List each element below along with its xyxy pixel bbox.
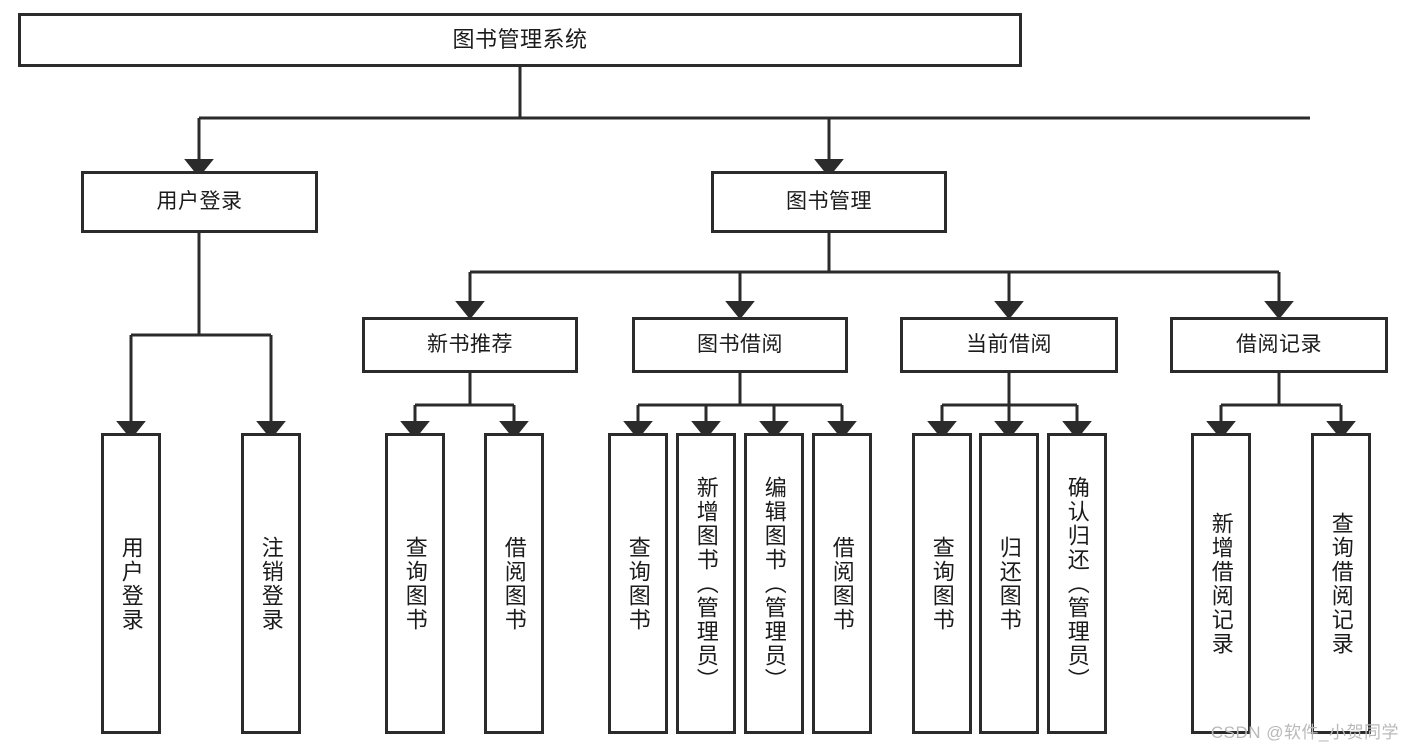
node-label: 借阅图书 <box>829 535 855 632</box>
node-label: 借阅图书 <box>501 535 527 632</box>
leaf-user-login-login[interactable]: 用户登录 <box>101 433 161 734</box>
node-borrow-records[interactable]: 借阅记录 <box>1170 317 1388 373</box>
leaf-borrow-records-add[interactable]: 新增借阅记录 <box>1191 433 1251 734</box>
leaf-current-borrow-return[interactable]: 归还图书 <box>979 433 1039 734</box>
leaf-current-borrow-confirm-return[interactable]: 确认归还（管理员） <box>1047 433 1107 734</box>
node-label: 查询借阅记录 <box>1328 511 1354 656</box>
leaf-new-books-query[interactable]: 查询图书 <box>385 433 445 734</box>
node-label: 新书推荐 <box>427 333 513 357</box>
node-label: 查询图书 <box>625 535 651 632</box>
node-label: 注销登录 <box>258 535 284 632</box>
node-label: 图书借阅 <box>697 333 783 357</box>
leaf-book-borrow-query[interactable]: 查询图书 <box>608 433 668 734</box>
node-label: 归还图书 <box>996 535 1022 632</box>
leaf-book-borrow-edit[interactable]: 编辑图书（管理员） <box>744 433 804 734</box>
node-label: 借阅记录 <box>1236 333 1322 357</box>
node-label: 用户登录 <box>118 535 144 632</box>
node-label: 编辑图书（管理员） <box>761 475 787 692</box>
node-label: 新增图书（管理员） <box>693 475 719 692</box>
node-label: 当前借阅 <box>966 333 1052 357</box>
node-book-management[interactable]: 图书管理 <box>711 171 947 233</box>
node-label: 查询图书 <box>402 535 428 632</box>
node-label: 用户登录 <box>156 190 243 214</box>
node-user-login[interactable]: 用户登录 <box>81 171 318 233</box>
node-label: 新增借阅记录 <box>1208 511 1234 656</box>
leaf-current-borrow-query[interactable]: 查询图书 <box>912 433 972 734</box>
leaf-borrow-records-query[interactable]: 查询借阅记录 <box>1311 433 1371 734</box>
node-label: 查询图书 <box>929 535 955 632</box>
node-book-borrow[interactable]: 图书借阅 <box>632 317 848 373</box>
node-new-book-recommend[interactable]: 新书推荐 <box>362 317 578 373</box>
node-label: 确认归还（管理员） <box>1064 475 1090 692</box>
node-root-system[interactable]: 图书管理系统 <box>18 13 1022 67</box>
node-label: 图书管理 <box>786 190 872 214</box>
node-label: 图书管理系统 <box>452 26 588 52</box>
leaf-user-login-logout[interactable]: 注销登录 <box>241 433 301 734</box>
node-current-borrow[interactable]: 当前借阅 <box>900 317 1118 373</box>
leaf-new-books-borrow[interactable]: 借阅图书 <box>484 433 544 734</box>
leaf-book-borrow-add[interactable]: 新增图书（管理员） <box>676 433 736 734</box>
leaf-book-borrow-borrow[interactable]: 借阅图书 <box>812 433 872 734</box>
